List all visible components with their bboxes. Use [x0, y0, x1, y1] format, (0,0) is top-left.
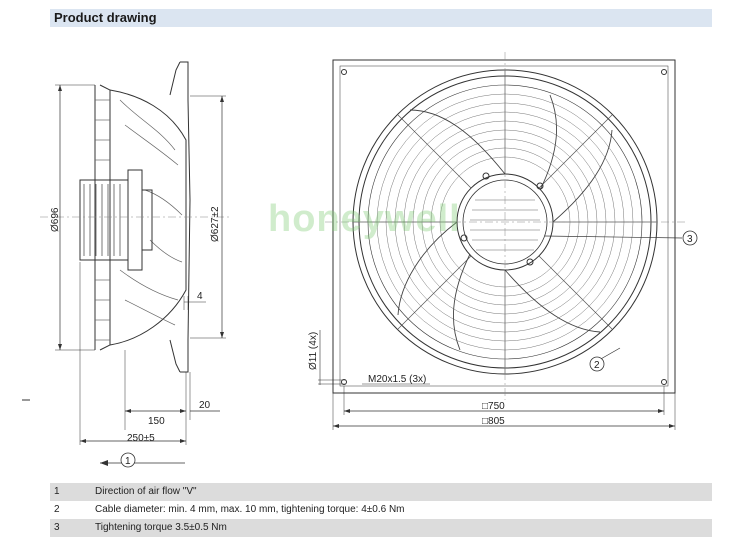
note-number: 2: [54, 504, 60, 515]
dim-250: 250±5: [127, 433, 155, 444]
callout-1: 1: [125, 456, 131, 467]
dim-diameter-627: Ø627±2: [210, 206, 221, 242]
dim-hole-diameter: Ø11 (4x): [308, 332, 319, 370]
note-number: 3: [54, 522, 60, 533]
note-row: 1 Direction of air flow "V": [50, 483, 712, 501]
dim-thread: M20x1.5 (3x): [368, 374, 426, 385]
dim-4: 4: [197, 291, 203, 302]
section-title: Product drawing: [54, 10, 157, 25]
callout-3: 3: [687, 234, 693, 245]
dim-150: 150: [148, 416, 165, 427]
dim-diameter-696: Ø696: [50, 207, 61, 232]
dim-750: □750: [482, 401, 505, 412]
technical-drawing: Ø696 Ø627±2 4 150 20 250±5 1: [22, 52, 698, 468]
dim-805: □805: [482, 416, 505, 427]
dim-20: 20: [199, 400, 211, 411]
note-text: Direction of air flow "V": [95, 486, 197, 497]
section-header: Product drawing: [50, 9, 712, 27]
note-row: 3 Tightening torque 3.5±0.5 Nm: [50, 519, 712, 537]
note-row: 2 Cable diameter: min. 4 mm, max. 10 mm,…: [50, 501, 712, 519]
front-view: [318, 52, 698, 430]
note-number: 1: [54, 486, 60, 497]
callout-2: 2: [594, 360, 600, 371]
note-text: Cable diameter: min. 4 mm, max. 10 mm, t…: [95, 504, 405, 515]
side-view: [22, 61, 230, 468]
notes-table: 1 Direction of air flow "V" 2 Cable diam…: [50, 483, 712, 537]
watermark-logo: honeywell: [268, 198, 461, 240]
note-text: Tightening torque 3.5±0.5 Nm: [95, 522, 227, 533]
